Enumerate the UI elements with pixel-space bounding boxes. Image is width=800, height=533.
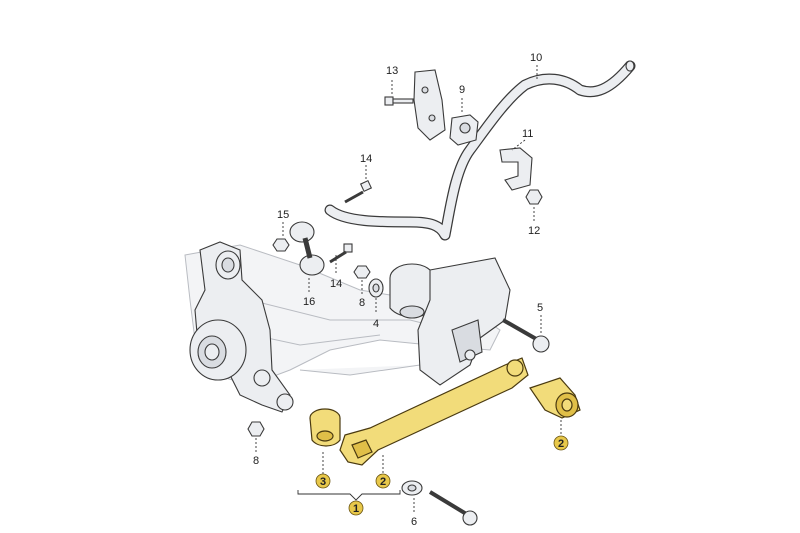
leader-lines: [255, 65, 562, 512]
callout-11: 11: [522, 128, 533, 140]
washer-6: [401, 480, 423, 496]
callout-5: 5: [537, 302, 543, 314]
callout-15: 15: [277, 209, 289, 221]
bolt-6: [428, 490, 478, 526]
nut-8-bottom: [247, 421, 265, 437]
callout-14-mid: 14: [330, 278, 342, 290]
bushing-3: [309, 408, 341, 447]
transverse-link: [339, 357, 529, 466]
nut-15: [272, 238, 290, 252]
badge-2-link: 2: [375, 473, 391, 489]
bolt-5: [502, 318, 550, 353]
bolt-14-top: [344, 179, 373, 204]
bolt-14-mid: [329, 243, 353, 264]
bushing-2: [529, 377, 581, 419]
callout-12: 12: [528, 225, 540, 237]
bracket: [413, 69, 446, 141]
nut-8-top: [353, 265, 371, 279]
svg-text:2: 2: [380, 476, 386, 488]
callout-6: 6: [411, 516, 417, 528]
badge-2-bushing: 2: [553, 435, 569, 451]
callout-labels: 13 10 9 11 14 15 12 14 16 8 4 5 8 6: [253, 52, 543, 528]
washer-4: [368, 278, 384, 298]
callout-4: 4: [373, 318, 379, 330]
svg-text:2: 2: [558, 438, 564, 450]
callout-10: 10: [530, 52, 542, 64]
bolt-13: [384, 96, 414, 106]
callout-8-top: 8: [359, 297, 365, 309]
coupling-rod: [289, 221, 325, 276]
stabilizer-bar: [324, 60, 636, 241]
callout-16: 16: [303, 296, 315, 308]
callout-9: 9: [459, 84, 465, 96]
badge-1: 1: [348, 500, 364, 516]
callout-13: 13: [386, 65, 398, 77]
rubber-bushing-9: [449, 114, 479, 146]
clamp-11: [499, 147, 533, 191]
subframe-mount: [389, 263, 435, 319]
carrier-plate: [417, 257, 511, 386]
svg-text:1: 1: [353, 503, 359, 515]
callout-14-top: 14: [360, 153, 372, 165]
badge-3: 3: [315, 473, 331, 489]
svg-text:3: 3: [320, 476, 326, 488]
wheel-hub-carrier: [189, 241, 294, 413]
nut-12: [525, 189, 543, 205]
callout-8-bottom: 8: [253, 455, 259, 467]
